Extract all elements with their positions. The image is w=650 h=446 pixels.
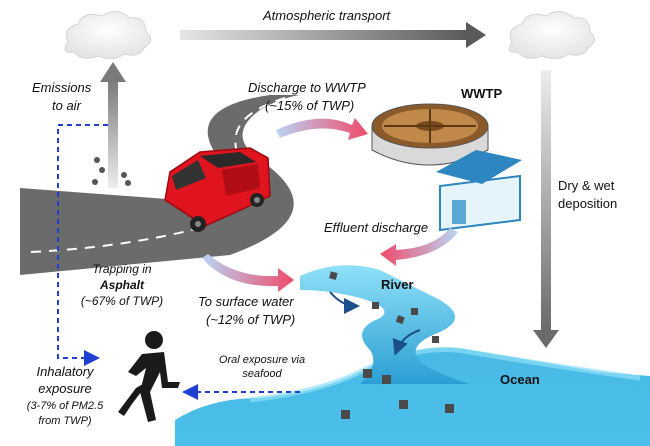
emissions-label-1: Emissions [32, 80, 92, 95]
atmospheric-transport-label: Atmospheric transport [263, 8, 391, 23]
ocean-surface [249, 347, 641, 403]
road-markings [29, 97, 286, 253]
person-walking-icon [118, 331, 180, 422]
surface-water-label-2: (~12% of TWP) [206, 312, 296, 327]
cloud-icon [64, 11, 151, 60]
discharge-label-2: (~15% of TWP) [265, 98, 355, 113]
surface-water-label-1: To surface water [198, 294, 294, 309]
oral-label-1: Oral exposure via [218, 354, 306, 366]
car-icon [164, 147, 271, 232]
dry-wet-label-1: Dry & wet [558, 178, 615, 193]
flow-arrow [392, 329, 421, 356]
particles-air [92, 157, 131, 186]
discharge-arrow [276, 118, 368, 140]
road [20, 95, 300, 275]
trapping-label-1: Trapping in [92, 262, 152, 276]
inhalatory-label-4: from TWP) [38, 415, 92, 427]
ocean [175, 347, 650, 446]
cloud-icon [508, 11, 595, 60]
trapping-label-2: Asphalt [99, 278, 144, 292]
oral-label-2: seafood [242, 368, 282, 380]
flow-arrow [329, 291, 360, 314]
discharge-label-1: Discharge to WWTP [248, 80, 366, 95]
effluent-label: Effluent discharge [324, 220, 429, 235]
particles-water [329, 271, 454, 419]
inhalatory-label-1: Inhalatory [36, 364, 94, 379]
emissions-label-2: to air [52, 98, 81, 113]
emissions-arrow [100, 62, 126, 188]
surface-water-arrow [202, 254, 294, 292]
wwtp-building-icon [436, 150, 522, 232]
dry-wet-label-2: deposition [558, 196, 618, 211]
trapping-label-3: (~67% of TWP) [80, 294, 164, 308]
inhalatory-label-3: (3-7% of PM2.5 [26, 400, 104, 412]
inhalatory-label-2: exposure [38, 381, 92, 396]
wwtp-label: WWTP [461, 86, 503, 101]
deposition-arrow [533, 70, 559, 348]
inhalatory-path [57, 124, 108, 366]
wwtp-tank-icon [371, 103, 489, 166]
atmospheric-transport-arrow [180, 22, 486, 48]
river-label: River [381, 277, 414, 292]
effluent-arrow [380, 228, 458, 266]
river [300, 265, 470, 384]
ocean-label: Ocean [500, 372, 540, 387]
